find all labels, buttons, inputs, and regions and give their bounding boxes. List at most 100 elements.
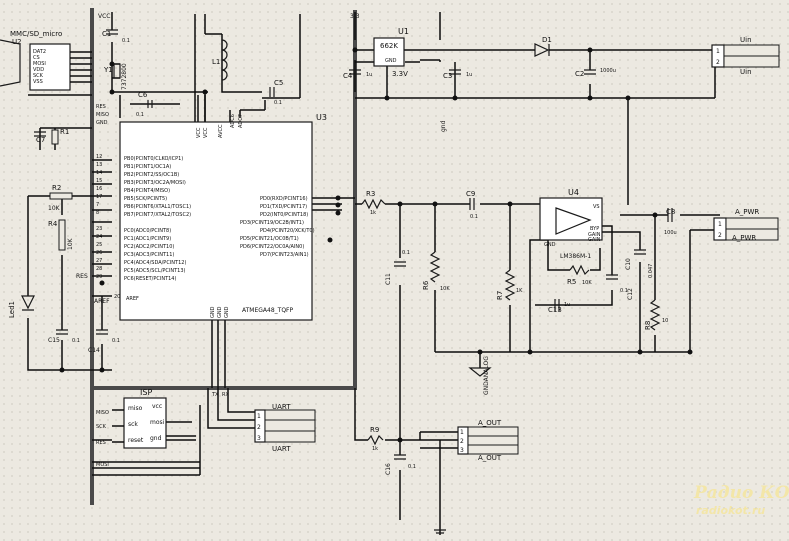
net-labels: VCC 3.3 gnd GNDANALOG AREF RES RES MISO … [76,13,490,468]
u3-pin-label: AVCC [218,124,224,138]
u3-name: ATMEGA48_TQFP [242,307,293,314]
net-label: GND [96,120,108,126]
r2-ref: R2 [52,184,61,192]
u3-pin-label: PC5(ADC5/SCL/PCINT13) [124,268,186,274]
u3-microcontroller: U3 ATMEGA48_TQFP PB0(PCINT0/CLKO/ICP1) P… [96,113,327,321]
c8-ref: C8 [666,208,675,216]
c2-value: 1000u [600,68,616,74]
sd-pin: VDD [33,67,44,73]
net-gnd: gnd [440,120,447,132]
uart-pin: 3 [257,435,261,442]
u3-pin-label: PB4(PCINT4/MISO) [124,188,170,194]
u4-pin: GND [544,242,556,248]
uin-label-2: Uin [740,68,752,76]
uart-pin: 1 [257,413,261,420]
u3-pin-number: 28 [96,266,102,272]
c10-value: 0.047 [648,264,654,278]
u1-voltage: 3.3V [392,70,408,78]
u1-regulator: U1 662K GND 3.3V [373,27,409,78]
u3-pin-number: 29 [96,274,102,280]
net-vcc: VCC [98,13,110,20]
u3-pin-number: 26 [96,250,102,256]
apwr-label-2: A_PWR [732,234,756,242]
net-label: SCK [96,424,107,430]
u1-pin: GND [385,58,397,64]
bus-lines [90,8,357,505]
u3-left-pin-numbers: 12 13 14 15 16 17 7 8 23 24 25 26 27 28 … [96,154,120,300]
u3-pin-label: PD5(PCINT21/OC0B/T1) [240,236,299,242]
junction-dots [59,47,693,443]
c15-ref: C15 [48,337,60,344]
component-labels: C1 0.1 Y1 7372800 C6 0.1 L1 C5 0.1 C4 1u… [8,30,677,475]
net-label: RX [222,392,229,398]
r1-ref: R1 [60,128,69,136]
r6-ref: R6 [422,280,430,290]
uart-label-2: UART [272,445,291,453]
y1-value: 7372800 [121,63,128,90]
r8-ref: R8 [644,321,652,330]
u4-audio-amp: U4 LM386M-1 VS BYP GAIN GAIN GND [539,188,603,260]
c12-ref: C12 [627,288,634,300]
u3-pin-label: GND [224,306,230,318]
c2-ref: C2 [575,70,584,78]
u3-pin-label: PB6(PCINT6/XTAL1/TOSC1) [124,204,191,210]
c1-value: 0.1 [122,38,130,44]
r5-ref: R5 [567,278,576,286]
led1-ref: Led1 [8,301,16,318]
u1-ref: U1 [398,27,409,36]
u3-ref: U3 [316,113,327,122]
c13-ref: C13 [548,306,562,314]
u3-pin-label: PB7(PCINT7/XTAL2/TOSC2) [124,212,191,218]
u3-pin-number: 15 [96,178,102,184]
c11-value: 0.1 [402,250,410,256]
apwr-pin: 1 [718,221,722,228]
sd-pin: DAT2 [33,49,46,55]
u3-pin-label: PD6(PCINT22/OC0A/AIN0) [240,244,304,250]
u3-pin-label: PD4(PCINT20/XCK/T0) [260,228,315,234]
u3-pin-label: PC3(ADC3/PCINT11) [124,252,174,258]
u3-pin-label: PB5(SCK/PCINT5) [124,196,167,202]
aout-label-2: A_OUT [478,454,502,462]
u4-name: LM386M-1 [560,253,591,260]
u3-pin-label: VCC [203,127,209,138]
r7-value: 1K [516,288,523,294]
u3-pin-number: 25 [96,242,102,248]
sd-pin: MOSI [33,61,46,67]
c4-value: 1u [366,72,372,78]
connector-uart: 1 2 3 UART UART [254,403,316,453]
c4-ref: C4 [343,72,353,80]
net-aref: AREF [94,298,110,305]
c5-value: 0.1 [274,100,282,106]
u3-pin-number: 24 [96,234,102,240]
u4-pin: BYP [590,226,599,232]
net-33: 3.3 [350,13,360,20]
net-gnd-analog: GNDANALOG [483,356,490,395]
u3-pin-number: 8 [96,210,99,216]
aout-pin: 3 [460,447,464,454]
uin-label: Uin [740,36,752,44]
net-res: RES [76,273,88,280]
watermark-brand: Радио КОТ [693,483,789,503]
u3-pin-label: ADC7 [238,114,244,128]
u3-pin-label: PC2(ADC2/PCINT10) [124,244,174,250]
c6-value: 0.1 [136,112,144,118]
c15-value: 0.1 [72,338,80,344]
uart-label: UART [272,403,291,411]
net-label: MOSI [96,462,109,468]
u3-pin-number: 12 [96,154,102,160]
net-label: RES [96,440,106,446]
sd-ref: U2 [12,38,22,46]
c1-ref: C1 [102,30,111,38]
u3-pin-label: GND [217,306,223,318]
apwr-label: A_PWR [735,208,759,216]
aout-label: A_OUT [478,419,502,427]
u4-pin: GAIN [588,237,601,243]
r9-value: 1k [372,446,378,452]
aout-pin: 2 [460,438,464,445]
sd-card-socket: MMC/SD_micro U2 DAT2 CS MOSI VDD SCK VSS [0,30,92,91]
u3-pin-label: PB0(PCINT0/CLKO/ICP1) [124,156,183,162]
u3-pin-label: PD7(PCINT23/AIN1) [260,252,309,258]
l1-ref: L1 [212,58,220,66]
